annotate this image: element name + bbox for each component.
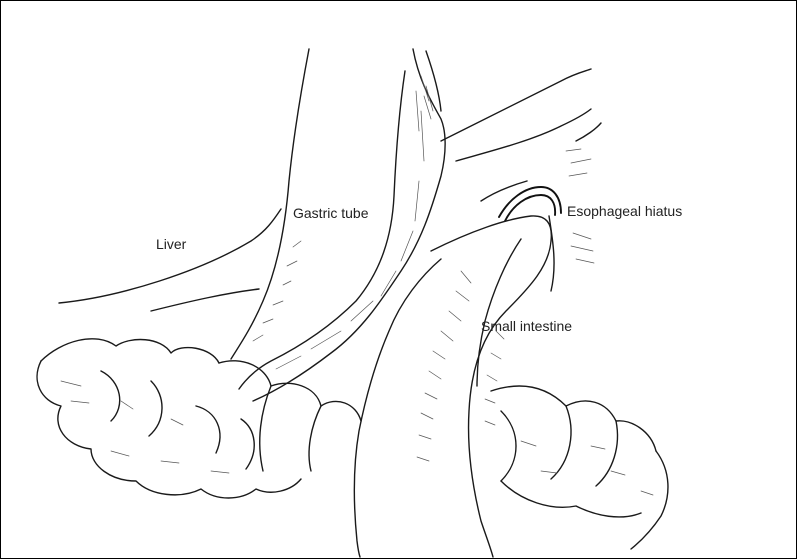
label-gastric-tube: Gastric tube — [293, 205, 369, 221]
esophageal-hiatus — [480, 180, 562, 292]
gastric-tube — [230, 48, 446, 402]
diaphragm-outline — [440, 68, 602, 264]
colon-loops — [36, 338, 362, 499]
label-liver: Liver — [156, 236, 187, 252]
lower-right-loop — [490, 385, 669, 550]
label-esophageal-hiatus: Esophageal hiatus — [567, 203, 683, 219]
liver-outline — [58, 208, 282, 312]
small-intestine-limb — [353, 215, 553, 558]
label-small-intestine: Small intestine — [481, 318, 573, 334]
